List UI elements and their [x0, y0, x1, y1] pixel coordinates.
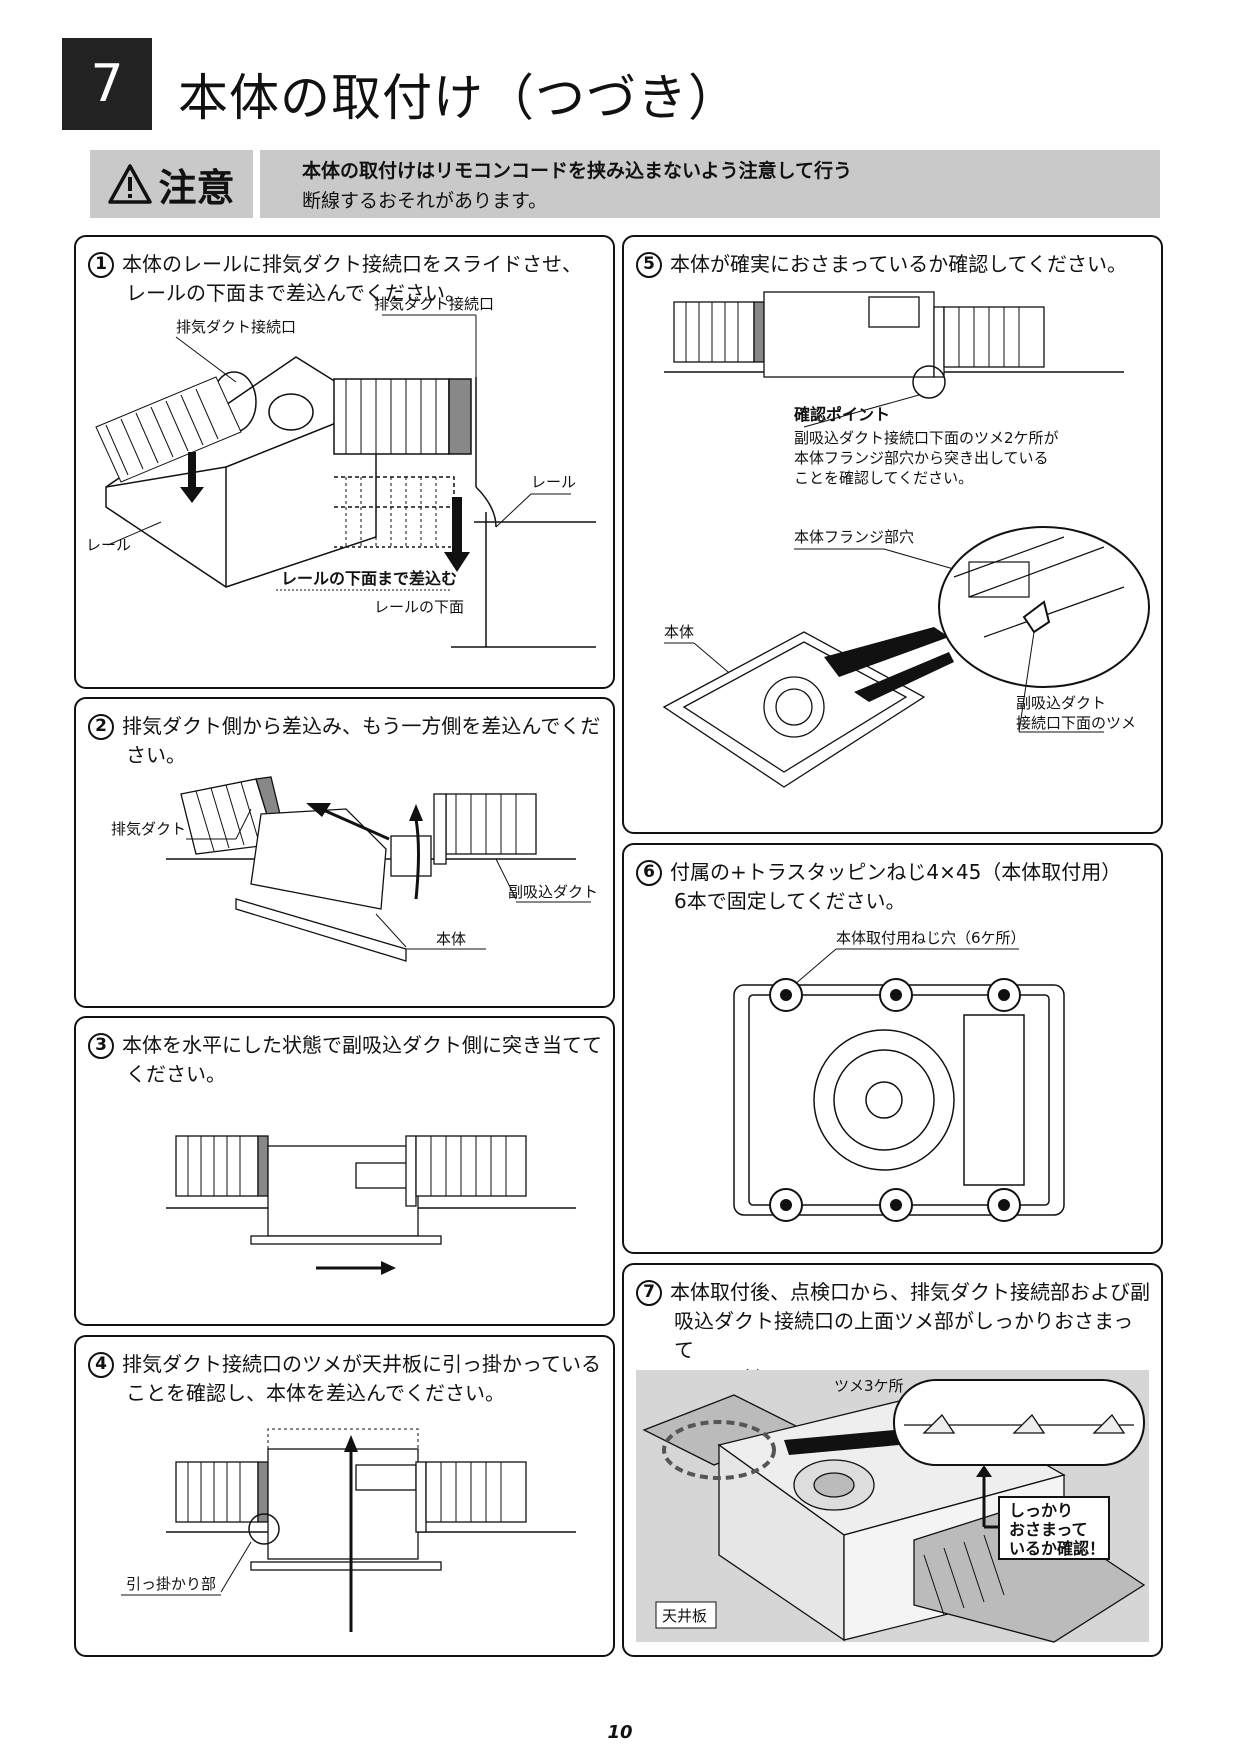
step-4-text: 4 排気ダクト接続口のツメが天井板に引っ掛かっている ことを確認し、本体を差込んで…: [88, 1349, 603, 1408]
step-6-illustration: 本体取付用ねじ穴（6ケ所）: [733, 929, 1065, 1222]
label-duct-port-b: 排気ダクト接続口: [374, 295, 494, 313]
section-title: 本体の取付け（つづき）: [178, 69, 739, 127]
warning-icon: [108, 164, 153, 204]
step-2-number: 2: [88, 713, 114, 740]
step-2-line-1: 排気ダクト側から差込み、もう一方側を差込んでくだ: [122, 714, 601, 738]
step-1-illustration: 排気ダクト接続口 レール 排気ダクト接続口 レール レールの下面まで差込む レー…: [86, 295, 596, 648]
label-duct-port-a: 排気ダクト接続口: [176, 318, 296, 336]
step-4-illustration: 引っ掛かり部: [121, 1428, 576, 1632]
step-4-line-2: ことを確認し、本体を差込んでください。: [126, 1381, 505, 1405]
label-body5: 本体: [664, 623, 694, 641]
step-1-panel: 1 本体のレールに排気ダクト接続口をスライドさせ、 レールの下面まで差込んでくださ…: [74, 235, 615, 689]
caution-label: 注意: [158, 165, 235, 210]
step-6-line-1: 付属の+トラスタッピンねじ4×45（本体取付用）: [670, 860, 1122, 884]
label-note-3: ことを確認してください。: [794, 469, 973, 487]
step-1-line-1: 本体のレールに排気ダクト接続口をスライドさせ、: [122, 252, 582, 276]
caution-line-2: 断線するおそれがあります。: [302, 190, 548, 212]
step-7-panel: 7 本体取付後、点検口から、排気ダクト接続部および副 吸込ダクト接続口の上面ツメ部…: [622, 1263, 1163, 1657]
label-body: 本体: [436, 930, 466, 948]
caution-label-box: 注意: [90, 150, 253, 218]
step-3-panel: 3 本体を水平にした状態で副吸込ダクト側に突き当てて ください。: [74, 1016, 615, 1326]
step-4-line-1: 排気ダクト接続口のツメが天井板に引っ掛かっている: [122, 1352, 601, 1376]
step-4-number: 4: [88, 1351, 114, 1378]
label-check-point: 確認ポイント: [794, 405, 890, 424]
step-5-text: 5 本体が確実におさまっているか確認してください。: [636, 249, 1151, 279]
step-7-line-1: 本体取付後、点検口から、排気ダクト接続部および副: [670, 1280, 1150, 1304]
label-ceiling: 天井板: [662, 1607, 707, 1625]
step-7-number: 7: [636, 1279, 662, 1306]
label-rail-bottom: レールの下面: [374, 598, 464, 616]
step-2-line-2: さい。: [126, 743, 186, 767]
label-confirm-2: おさまって: [1009, 1520, 1088, 1539]
step-2-text: 2 排気ダクト側から差込み、もう一方側を差込んでくだ さい。: [88, 711, 603, 770]
label-confirm-1: しっかり: [1009, 1501, 1073, 1520]
step-3-text: 3 本体を水平にした状態で副吸込ダクト側に突き当てて ください。: [88, 1030, 603, 1089]
step-1-line-2: レールの下面まで差込んでください。: [126, 281, 465, 305]
section-number: 7: [62, 38, 152, 130]
label-confirm-3: いるか確認！: [1009, 1539, 1105, 1558]
label-sub-intake-duct: 副吸込ダクト: [508, 883, 598, 901]
label-hook-part: 引っ掛かり部: [126, 1575, 216, 1593]
step-6-text: 6 付属の+トラスタッピンねじ4×45（本体取付用） 6本で固定してください。: [636, 857, 1151, 916]
step-2-illustration: 排気ダクト 副吸込ダクト 本体: [111, 776, 598, 962]
step-2-panel: 2 排気ダクト側から差込み、もう一方側を差込んでくだ さい。 排気ダクト 副吸込ダ…: [74, 697, 615, 1008]
page-number: 10: [607, 1722, 633, 1743]
step-7-line-2: 吸込ダクト接続口の上面ツメ部がしっかりおさまって: [674, 1309, 1134, 1362]
step-1-text: 1 本体のレールに排気ダクト接続口をスライドさせ、 レールの下面まで差込んでくださ…: [88, 249, 603, 308]
step-4-panel: 4 排気ダクト接続口のツメが天井板に引っ掛かっている ことを確認し、本体を差込んで…: [74, 1335, 615, 1657]
label-claws: ツメ3ケ所: [834, 1377, 904, 1395]
caution-line-1: 本体の取付けはリモコンコードを挟み込まないよう注意して行う: [302, 160, 853, 182]
step-6-panel: 6 付属の+トラスタッピンねじ4×45（本体取付用） 6本で固定してください。 本…: [622, 843, 1163, 1254]
step-5-illustration: 確認ポイント 副吸込ダクト接続口下面のツメ2ケ所が 本体フランジ部穴から突き出し…: [662, 291, 1150, 788]
label-rail-a: レール: [86, 536, 131, 554]
label-exhaust-duct: 排気ダクト: [111, 820, 186, 838]
step-3-line-1: 本体を水平にした状態で副吸込ダクト側に突き当てて: [122, 1033, 602, 1057]
label-flange-hole: 本体フランジ部穴: [794, 528, 914, 546]
step-7-illustration: ツメ3ケ所 しっかり おさまって いるか確認！ 天井板: [636, 1370, 1149, 1643]
label-rail-b: レール: [531, 473, 576, 491]
step-6-number: 6: [636, 859, 662, 886]
label-claw-1: 副吸込ダクト: [1016, 694, 1106, 712]
label-note-2: 本体フランジ部穴から突き出している: [794, 449, 1049, 467]
step-3-number: 3: [88, 1032, 114, 1059]
step-3-illustration: [166, 1135, 576, 1275]
label-claw-2: 接続口下面のツメ: [1016, 714, 1136, 732]
label-screw-holes: 本体取付用ねじ穴（6ケ所）: [836, 929, 1026, 947]
step-6-line-2: 6本で固定してください。: [674, 889, 906, 913]
step-3-line-2: ください。: [126, 1062, 226, 1086]
caution-message: 本体の取付けはリモコンコードを挟み込まないよう注意して行う 断線するおそれがあり…: [260, 150, 1160, 218]
step-5-line-1: 本体が確実におさまっているか確認してください。: [670, 252, 1127, 276]
label-insert-to-bottom: レールの下面まで差込む: [281, 569, 457, 588]
step-5-number: 5: [636, 251, 662, 278]
label-note-1: 副吸込ダクト接続口下面のツメ2ケ所が: [794, 429, 1059, 447]
step-1-number: 1: [88, 251, 114, 278]
caution-box: 注意 本体の取付けはリモコンコードを挟み込まないよう注意して行う 断線するおそれ…: [90, 150, 1160, 218]
